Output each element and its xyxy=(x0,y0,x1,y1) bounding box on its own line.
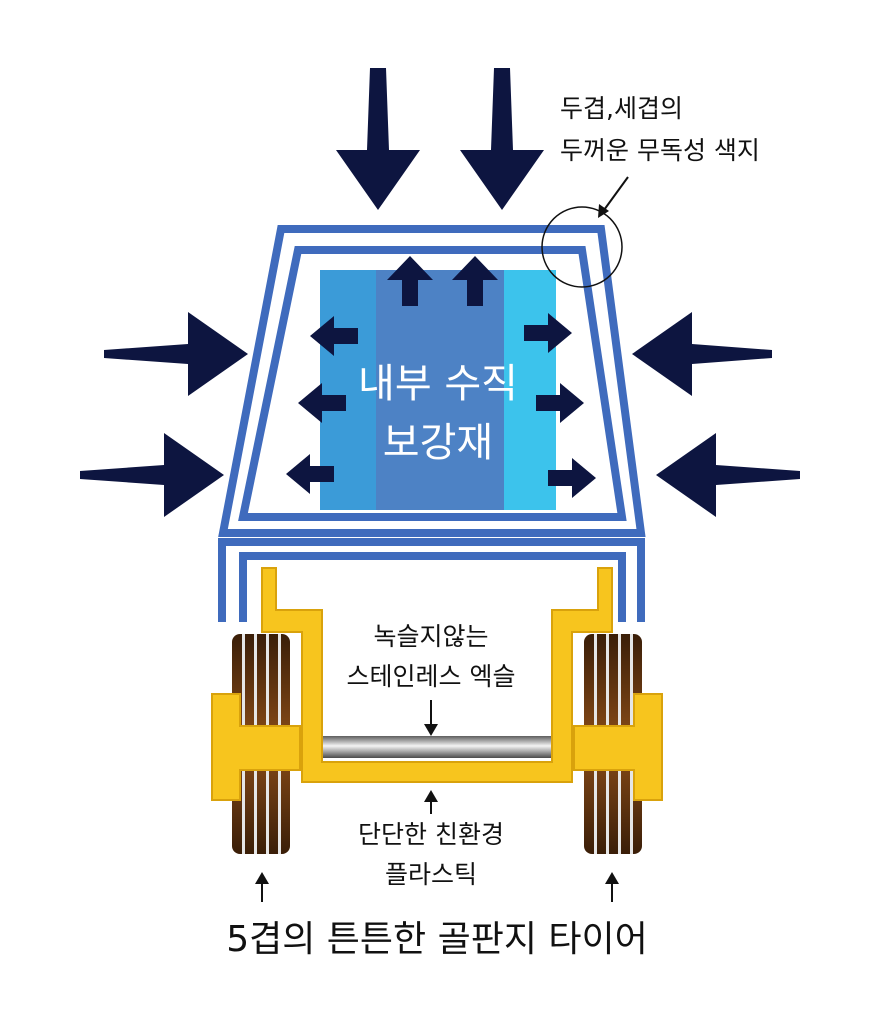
inner-arrows xyxy=(286,256,596,498)
paper-wall-label-line2: 두꺼운 무독성 색지 xyxy=(560,136,760,165)
inner-right-arrow xyxy=(536,383,584,423)
paper-wall-callout xyxy=(541,176,629,288)
outer-left-arrow xyxy=(656,433,800,517)
paper-wall xyxy=(218,225,646,622)
inner-up-arrow xyxy=(452,256,498,306)
right-tire xyxy=(573,634,663,854)
pointer-arrows xyxy=(255,700,619,902)
inner-left-arrow xyxy=(286,454,334,494)
inner-right-arrow xyxy=(548,458,596,498)
inner-up-arrow xyxy=(387,256,433,306)
outer-down-arrow xyxy=(460,68,544,210)
axle-label-line1: 녹슬지않는 xyxy=(373,622,489,651)
axle-label-line2: 스테인레스 엑슬 xyxy=(346,662,516,691)
outer-right-arrow xyxy=(104,312,248,396)
inner-reinforcement-core xyxy=(320,270,556,510)
outer-down-arrow xyxy=(336,68,420,210)
core-label-line2: 보강재 xyxy=(382,420,494,466)
tire-label: 5겹의 튼튼한 골판지 타이어 xyxy=(226,919,648,960)
core-label-line1: 내부 수직 xyxy=(358,361,518,407)
outer-left-arrow xyxy=(632,312,772,396)
plastic-label-line1: 단단한 친환경 xyxy=(358,820,504,849)
paper-wall-label-line1: 두겹,세겹의 xyxy=(560,94,683,123)
outer-right-arrow xyxy=(80,433,224,517)
outer-arrows xyxy=(80,68,800,517)
inner-right-arrow xyxy=(524,313,572,353)
inner-left-arrow xyxy=(298,383,346,423)
stainless-axle xyxy=(298,736,578,758)
plastic-label-line2: 플라스틱 xyxy=(384,860,477,889)
plastic-chassis xyxy=(261,567,613,783)
left-tire xyxy=(211,634,301,854)
inner-left-arrow xyxy=(310,316,358,356)
